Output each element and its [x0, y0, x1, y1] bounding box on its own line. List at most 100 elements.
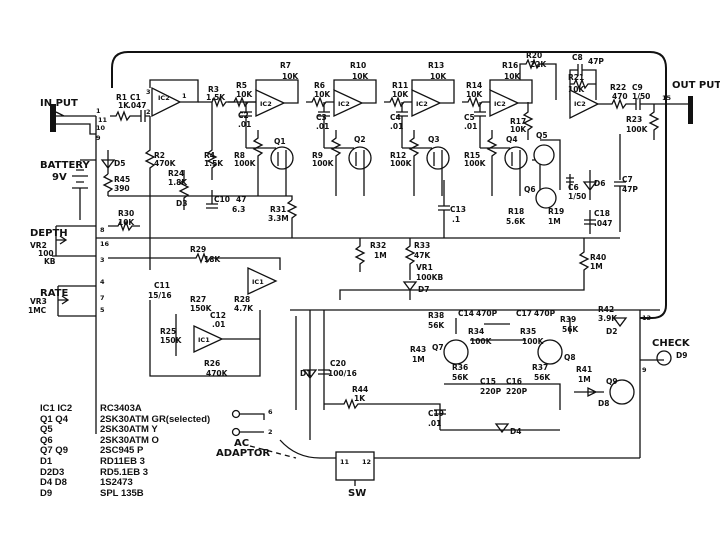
q7-label: Q7 — [432, 343, 444, 352]
r12-value: 100K — [390, 159, 413, 168]
output-jack — [688, 96, 693, 124]
c1-ref: C1 — [130, 93, 141, 102]
r32-ref: R32 — [370, 241, 386, 250]
r8-ref: R8 — [234, 151, 245, 160]
stage-3-input-resistor — [384, 96, 412, 108]
r11-ref: R11 — [392, 81, 408, 90]
r19-ref: R19 — [548, 207, 564, 216]
c10-value: 47 — [236, 195, 246, 204]
c14-ref: C14 — [458, 309, 474, 318]
c20-value: 100/16 — [328, 369, 357, 378]
d4-label: D4 — [510, 427, 521, 436]
r14-value: 10K — [466, 90, 483, 99]
d6-label: D6 — [594, 179, 605, 188]
r8-value: 100K — [234, 159, 257, 168]
svg-text:2: 2 — [268, 428, 273, 436]
c4-ref: C4 — [390, 113, 401, 122]
r24-ref: R24 — [168, 169, 184, 178]
stage-2-fet — [348, 146, 372, 170]
stage-4-cap — [474, 102, 486, 148]
output-label: OUT PUT — [672, 80, 720, 91]
svg-text:IC2: IC2 — [574, 100, 586, 108]
stage-2-opamp — [333, 88, 364, 118]
stage-1-gate-resistor — [252, 130, 264, 166]
r33-ref: R33 — [414, 241, 430, 250]
c19-value: .01 — [428, 419, 441, 428]
svg-text:15: 15 — [662, 94, 672, 102]
r12-ref: R12 — [390, 151, 406, 160]
ac-label: AC — [234, 438, 249, 449]
r34-value: 100K — [470, 337, 493, 346]
r26-ref: R26 — [204, 359, 220, 368]
q6-label: Q6 — [524, 185, 536, 194]
c20-ref: C20 — [330, 359, 346, 368]
stage-2-cap — [318, 102, 330, 148]
r1-ref: R1 — [116, 93, 127, 102]
r16-value: 10K — [504, 72, 521, 81]
r40-value: 1M — [590, 262, 603, 271]
c3-ref: C3 — [316, 113, 327, 122]
c10-volt: 6.3 — [232, 205, 245, 214]
svg-text:13: 13 — [642, 314, 651, 322]
r31-ref: R31 — [270, 205, 286, 214]
r23-ref: R23 — [626, 115, 642, 124]
sw-label: SW — [348, 488, 366, 499]
q3-label: Q3 — [428, 135, 440, 144]
r6-value: 10K — [314, 90, 331, 99]
c13-value: .1 — [452, 215, 460, 224]
stage-2-feedback-wire — [333, 79, 377, 104]
svg-text:16: 16 — [100, 240, 110, 248]
svg-text:IC1: IC1 — [198, 336, 210, 344]
stage-2-fet-leads — [324, 147, 365, 196]
r15-value: 100K — [464, 159, 487, 168]
c15-ref: C15 — [480, 377, 496, 386]
r36-ref: R36 — [452, 363, 468, 372]
stage-2-opamp-label: IC2 — [338, 100, 350, 108]
q5-label: Q5 — [536, 131, 548, 140]
svg-text:9: 9 — [96, 134, 101, 142]
r9-ref: R9 — [312, 151, 323, 160]
r18-value: 5.6K — [506, 217, 526, 226]
c2-value: .01 — [238, 120, 251, 129]
svg-text:IC2: IC2 — [158, 94, 170, 102]
ac-dashed-link — [249, 445, 297, 459]
r2-ref: R2 — [154, 151, 165, 160]
r25-value: 150K — [160, 336, 183, 345]
c12-value: .01 — [212, 320, 225, 329]
vr3-value: 1MC — [28, 306, 47, 315]
stage-3-gate-resistor — [408, 130, 420, 166]
stage-3-opamp — [411, 88, 442, 118]
r25-ref: R25 — [160, 327, 176, 336]
ic1-lfo-opamp-bottom — [193, 324, 224, 354]
svg-text:IC1: IC1 — [252, 278, 264, 286]
r4-value: 1.5K — [204, 159, 224, 168]
r11-value: 10K — [392, 90, 409, 99]
stage-3-feedback-wire — [411, 79, 455, 104]
d3-label: D3 — [176, 199, 187, 208]
r44-ref: R44 — [352, 385, 368, 394]
r39-value: 56K — [562, 325, 579, 334]
r26-value: 470K — [206, 369, 229, 378]
r36-value: 56K — [452, 373, 469, 382]
r38-ref: R38 — [428, 311, 444, 320]
c5-value: .01 — [464, 122, 477, 131]
ac-jack-2 — [231, 427, 241, 437]
r39-ref: R39 — [560, 315, 576, 324]
r3-ref: R3 — [208, 85, 219, 94]
c17-value: 470P — [534, 309, 556, 318]
r43-value: 1M — [412, 355, 425, 364]
r30-value: 10K — [118, 218, 135, 227]
r21-value: 10K — [568, 85, 585, 94]
stage-1-feedback-wire — [255, 79, 299, 104]
r13-value: 10K — [430, 72, 447, 81]
c8-value: 47P — [588, 57, 604, 66]
r34-ref: R34 — [468, 327, 484, 336]
r1-value: 1K — [118, 101, 130, 110]
rate-label: RATE — [40, 288, 68, 299]
c11-ref: C11 — [154, 281, 170, 290]
